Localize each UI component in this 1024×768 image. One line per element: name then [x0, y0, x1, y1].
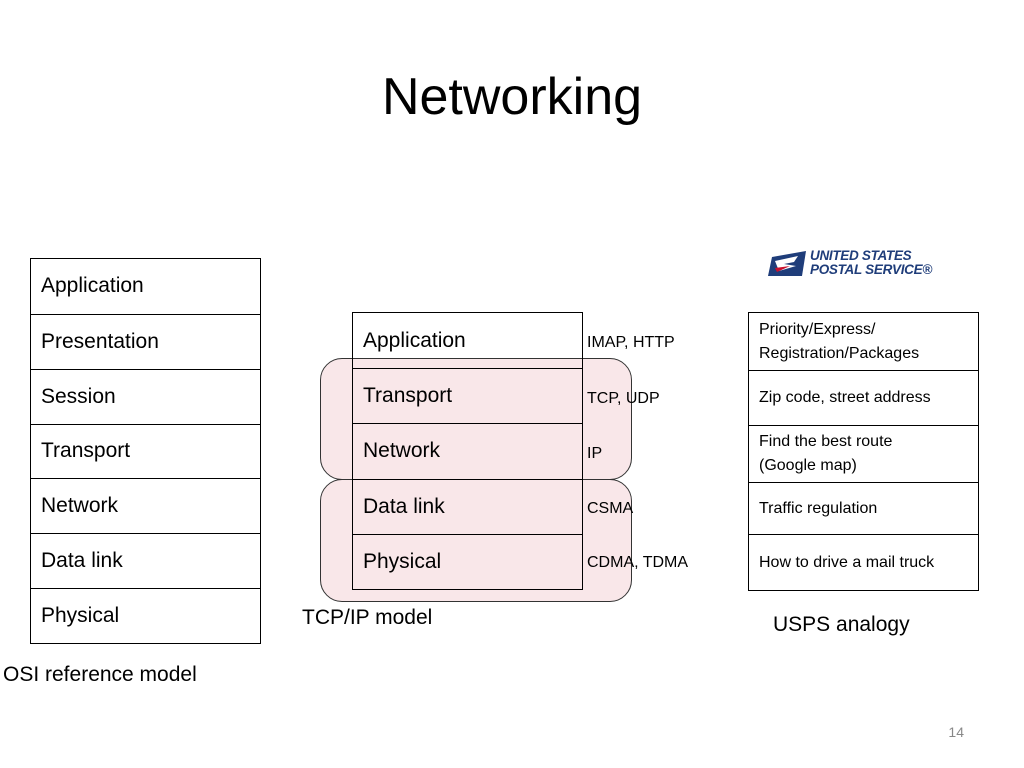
eagle-icon — [768, 251, 806, 276]
osi-layer: Session — [31, 368, 260, 424]
usps-row-line: Registration/Packages — [759, 344, 920, 362]
osi-layer: Data link — [31, 533, 260, 588]
usps-row: Traffic regulation — [749, 482, 978, 534]
tcpip-layer: Data link — [353, 478, 582, 534]
osi-caption: OSI reference model — [3, 663, 197, 686]
transport-network-highlight — [320, 358, 632, 480]
page-number: 14 — [948, 724, 964, 740]
usps-row-line: Zip code, street address — [759, 389, 931, 406]
tcpip-layer: Physical — [353, 533, 582, 589]
usps-logo-line2: POSTAL SERVICE® — [810, 262, 932, 277]
protocol-label: CDMA, TDMA — [587, 554, 689, 571]
usps-row-line: How to drive a mail truck — [759, 553, 935, 571]
protocol-label: TCP, UDP — [587, 390, 660, 407]
datalink-physical-highlight — [320, 479, 632, 602]
usps-row-line: Traffic regulation — [759, 499, 878, 517]
usps-logo-line1: UNITED STATES — [810, 248, 912, 263]
usps-row-line: Find the best route — [759, 433, 893, 450]
protocol-label: CSMA — [587, 500, 634, 517]
usps-logo: UNITED STATES POSTAL SERVICE® — [768, 249, 938, 279]
usps-analogy-table: Priority/Express/ Registration/Packages … — [748, 312, 979, 591]
osi-layer: Application — [41, 274, 144, 298]
usps-row: Find the best route (Google map) — [749, 425, 978, 482]
protocol-label: IMAP, HTTP — [587, 334, 675, 351]
tcpip-layer: Network — [353, 423, 582, 478]
usps-row: Zip code, street address — [749, 370, 978, 425]
osi-layer: Physical — [31, 588, 260, 643]
osi-layer-stack: Application Presentation Session Transpo… — [30, 258, 261, 644]
usps-caption: USPS analogy — [773, 613, 910, 636]
tcpip-layer: Transport — [353, 368, 582, 423]
tcpip-caption: TCP/IP model — [302, 606, 433, 629]
tcpip-layer: Application — [363, 328, 466, 352]
usps-row-line: Priority/Express/ — [759, 320, 876, 338]
usps-row: Priority/Express/ Registration/Packages — [749, 313, 978, 370]
usps-row-line: (Google map) — [759, 457, 857, 474]
slide-title: Networking — [381, 68, 643, 126]
osi-layer: Presentation — [31, 313, 260, 369]
protocol-label: IP — [587, 445, 603, 462]
osi-layer: Network — [31, 478, 260, 533]
osi-layer: Transport — [31, 423, 260, 479]
usps-row: How to drive a mail truck — [749, 534, 978, 590]
tcpip-layer-stack: Application Transport Network Data link … — [352, 312, 583, 590]
